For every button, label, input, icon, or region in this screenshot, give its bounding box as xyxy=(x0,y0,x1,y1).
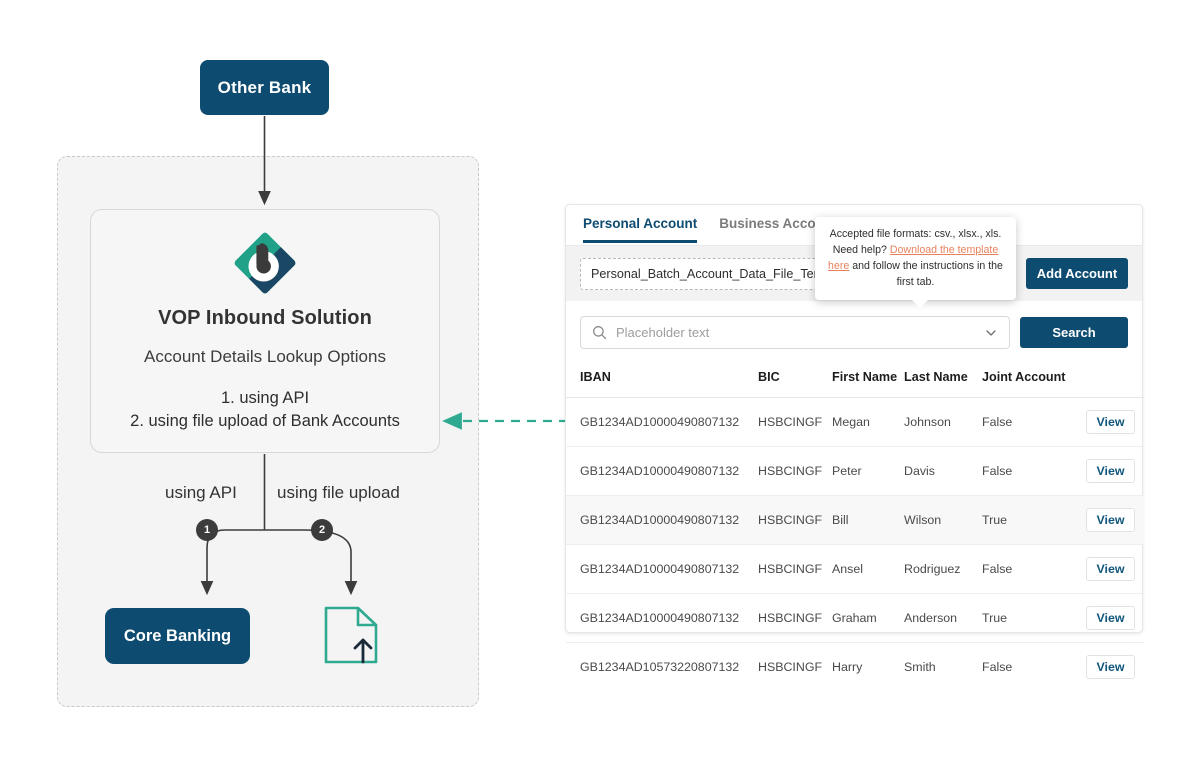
cell-iban: GB1234AD10000490807132 xyxy=(566,446,758,496)
cell-action: View xyxy=(1077,446,1144,496)
other-bank-node: Other Bank xyxy=(200,60,329,115)
vop-inbound-solution-card: VOP Inbound Solution Account Details Loo… xyxy=(90,209,440,453)
tab-business-account[interactable]: Business Account xyxy=(719,216,836,242)
search-input[interactable]: Placeholder text xyxy=(616,325,710,340)
cell-action: View xyxy=(1077,495,1144,545)
accounts-table-head: IBAN BIC First Name Last Name Joint Acco… xyxy=(566,363,1144,398)
cell-action: View xyxy=(1077,593,1144,643)
cell-joint-account: True xyxy=(982,495,1077,545)
download-template-link[interactable]: Download the template xyxy=(889,244,999,256)
cell-action: View xyxy=(1077,643,1144,692)
cell-first-name: Peter xyxy=(832,446,904,496)
view-button[interactable]: View xyxy=(1086,655,1135,679)
vop-card-options: 1. using API 2. using file upload of Ban… xyxy=(91,387,439,433)
cell-bic: HSBCINGF xyxy=(758,495,832,545)
cell-bic: HSBCINGF xyxy=(758,397,832,447)
cell-last-name: Smith xyxy=(904,660,936,674)
cell-first-name: Harry xyxy=(832,660,863,674)
cell-last-name: Davis xyxy=(904,446,982,496)
tab-business-account-label: Business Account xyxy=(719,216,837,231)
cell-iban: GB1234AD10000490807132 xyxy=(566,397,758,447)
cell-bic: HSBCINGF xyxy=(758,660,823,674)
cell-iban: GB1234AD10573220807132 xyxy=(580,660,740,674)
tooltip-line-1: Accepted file formats: csv., xlsx., xls. xyxy=(829,228,1002,240)
view-button[interactable]: View xyxy=(1086,508,1135,532)
cell-first-name: Bill xyxy=(832,495,904,545)
table-header-row: IBAN BIC First Name Last Name Joint Acco… xyxy=(566,363,1144,398)
vop-card-subtitle: Account Details Lookup Options xyxy=(144,347,386,366)
cell-bic: HSBCINGF xyxy=(758,446,832,496)
cell-joint-account: False xyxy=(982,397,1077,447)
accounts-table: IBAN BIC First Name Last Name Joint Acco… xyxy=(566,363,1144,691)
cell-last-name: Anderson xyxy=(904,593,982,643)
view-button[interactable]: View xyxy=(1086,606,1135,630)
file-upload-row: Personal_Batch_Account_Data_File_Templat… xyxy=(566,217,1142,308)
cell-first-name: Megan xyxy=(832,397,904,447)
tooltip-line-2-suffix: and follow the instructions in the first… xyxy=(849,260,1003,288)
col-bic: BIC xyxy=(758,363,832,398)
cell-iban: GB1234AD10000490807132 xyxy=(566,544,758,594)
cell-joint-account: False xyxy=(982,544,1077,594)
search-row: Placeholder text Search xyxy=(566,301,1142,349)
branch-label-using-file-upload: using file upload xyxy=(277,483,400,502)
cell-iban: GB1234AD10000490807132 xyxy=(566,495,758,545)
vop-option-2: 2. using file upload of Bank Accounts xyxy=(130,412,400,430)
cell-joint-account: False xyxy=(982,446,1077,496)
step-badge-1: 1 xyxy=(196,519,218,541)
cell-last-name: Johnson xyxy=(904,397,982,447)
cell-first-name: Ansel xyxy=(832,544,904,594)
cell-action: View xyxy=(1077,397,1144,447)
tab-personal-account[interactable]: Personal Account xyxy=(583,216,698,243)
file-format-tooltip: Accepted file formats: csv., xlsx., xls.… xyxy=(815,217,1016,308)
add-account-button[interactable]: Add Account xyxy=(1026,258,1128,289)
cell-last-name: Rodriguez xyxy=(904,544,982,594)
cell-last-name: Wilson xyxy=(904,495,982,545)
accounts-panel: Personal Account Business Account Person… xyxy=(565,204,1144,679)
view-button[interactable]: View xyxy=(1086,557,1135,581)
step-badge-2: 2 xyxy=(311,519,333,541)
search-input-wrapper[interactable]: Placeholder text xyxy=(580,316,1010,349)
chevron-down-icon[interactable] xyxy=(984,326,998,340)
table-row: GB1234AD10573220807132 HSBCINGF Harry Smith… xyxy=(566,643,1144,692)
view-button[interactable]: View xyxy=(1086,459,1135,483)
search-icon xyxy=(593,326,607,340)
search-button[interactable]: Search xyxy=(1020,317,1128,348)
vop-option-1: 1. using API xyxy=(220,389,310,407)
view-button[interactable]: View xyxy=(1086,410,1135,434)
cell-iban: GB1234AD10000490807132 xyxy=(566,593,758,643)
here-link[interactable]: here xyxy=(828,260,850,272)
cell-joint-account: False xyxy=(982,660,1013,674)
col-joint-account: Joint Account xyxy=(982,363,1077,398)
branch-label-using-api: using API xyxy=(165,483,237,502)
tab-personal-account-label: Personal Account xyxy=(583,216,698,231)
cell-bic: HSBCINGF xyxy=(758,544,832,594)
col-first-name: First Name xyxy=(832,363,904,398)
core-banking-node: Core Banking xyxy=(105,608,250,664)
col-actions xyxy=(1077,363,1144,398)
cell-action: View xyxy=(1077,544,1144,594)
vop-card-title: VOP Inbound Solution xyxy=(158,307,372,329)
other-bank-label: Other Bank xyxy=(217,77,312,97)
cell-bic: HSBCINGF xyxy=(758,593,832,643)
file-upload-icon xyxy=(324,606,378,664)
cell-joint-account: True xyxy=(982,593,1077,643)
cell-first-name: Graham xyxy=(832,593,904,643)
core-banking-label: Core Banking xyxy=(123,626,232,645)
vop-logo-icon xyxy=(234,232,296,294)
col-iban: IBAN xyxy=(566,363,758,398)
col-last-name: Last Name xyxy=(904,363,982,398)
selected-file-name: Personal_Batch_Account_Data_File_Templat… xyxy=(591,266,866,281)
tooltip-line-2-prefix: Need help? xyxy=(832,244,890,256)
